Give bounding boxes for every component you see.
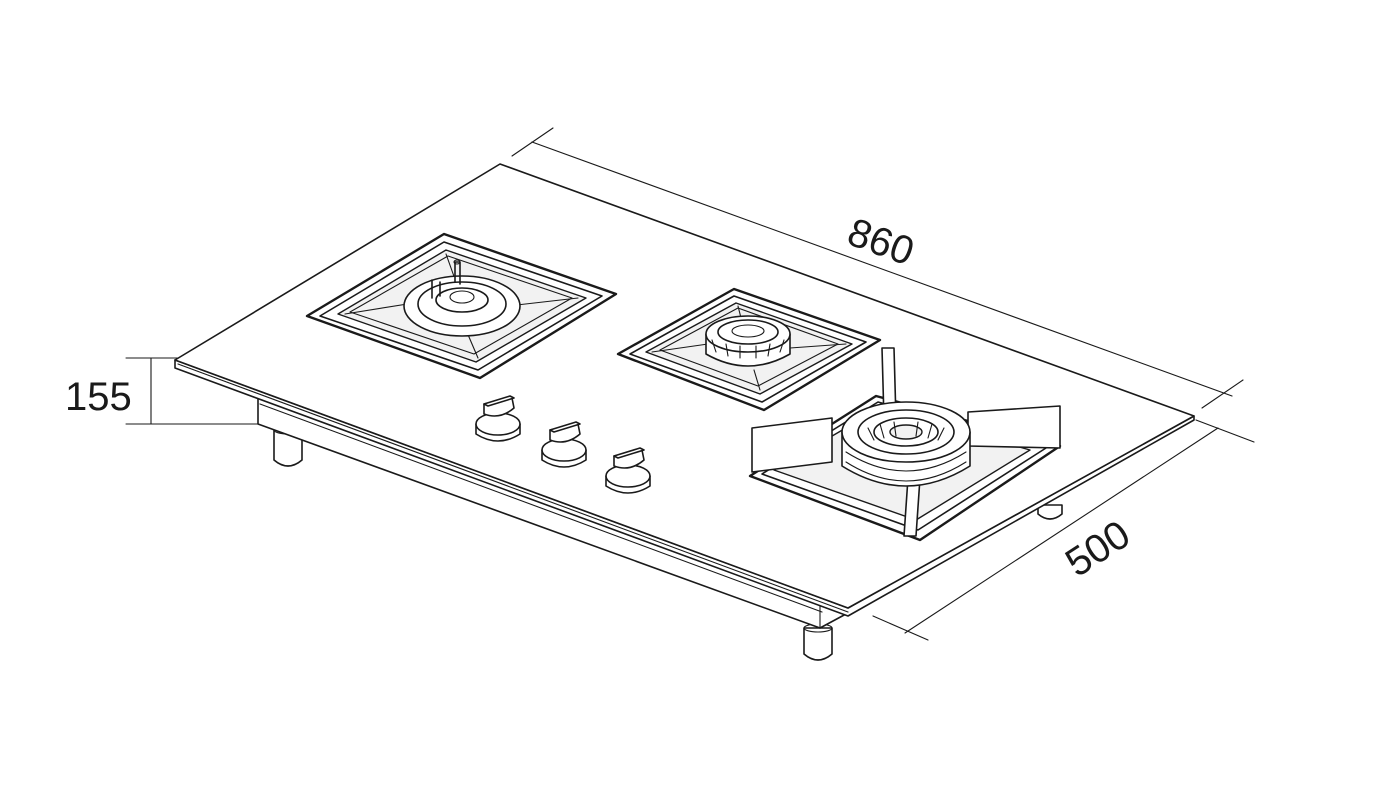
glass-surface xyxy=(174,163,1195,609)
burner-middle xyxy=(616,287,882,412)
depth-label: 500 xyxy=(1058,512,1138,585)
height-dimension: 155 xyxy=(65,357,263,425)
burner-right-support-right xyxy=(967,405,1061,449)
legs xyxy=(273,425,1063,661)
knob-1 xyxy=(475,395,521,442)
knob-3 xyxy=(605,447,651,494)
glass-top xyxy=(174,163,1195,617)
burner-left xyxy=(305,232,618,380)
burner-right xyxy=(748,347,1062,542)
burner-middle-frame xyxy=(616,287,882,412)
leg-front xyxy=(803,623,833,661)
burner-middle-ring-outer xyxy=(705,315,791,353)
knob-2 xyxy=(541,421,587,468)
burner-right-support-left xyxy=(751,417,833,473)
depth-dimension-line xyxy=(904,427,1219,634)
height-label: 155 xyxy=(65,375,132,419)
depth-extension-back xyxy=(1195,419,1255,443)
length-extension-right xyxy=(1201,379,1244,409)
burner-left-frame xyxy=(305,232,618,380)
leg-right xyxy=(1037,504,1063,520)
depth-extension-front xyxy=(872,615,929,641)
length-label: 860 xyxy=(842,210,920,274)
length-dimension-line xyxy=(531,141,1233,397)
